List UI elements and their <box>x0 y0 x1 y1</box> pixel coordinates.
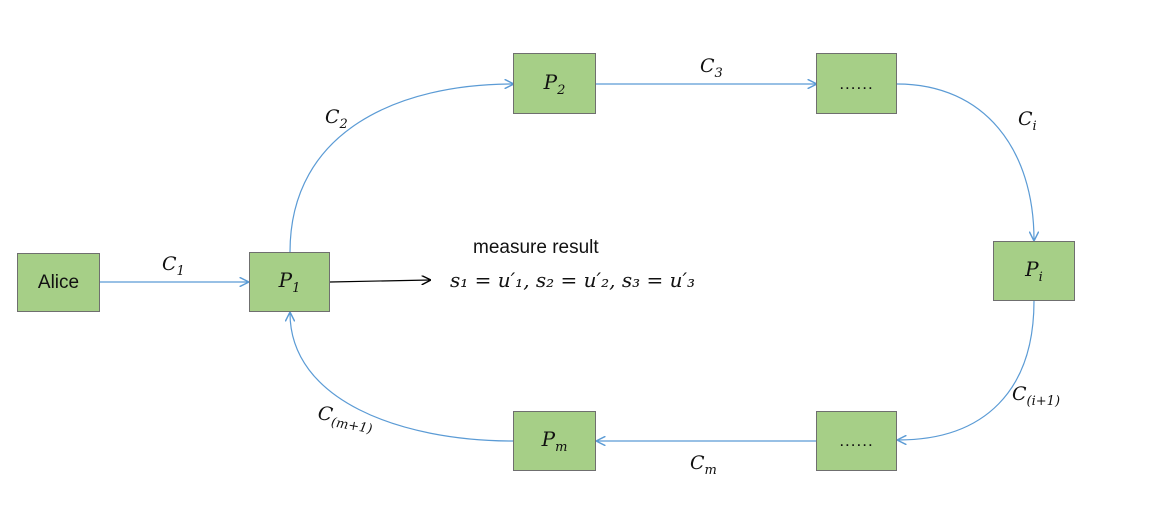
edge-label-c1: C1 <box>162 253 185 279</box>
node-p2: P2 <box>513 53 596 114</box>
edge-ci1 <box>898 300 1035 440</box>
result-arrow <box>329 280 430 282</box>
edge-label-ci1: C(i+1) <box>1012 383 1061 409</box>
node-p1-label: P1 <box>278 268 301 296</box>
node-p1: P1 <box>249 252 330 312</box>
node-pi: Pi <box>993 241 1075 301</box>
node-pi-label: Pi <box>1025 257 1043 285</box>
measure-result-caption: measure result <box>473 237 599 258</box>
edge-cm1 <box>290 313 514 442</box>
edge-label-ci: Ci <box>1018 108 1037 134</box>
edge-label-cm: Cm <box>690 452 717 478</box>
node-alice: Alice <box>17 253 100 312</box>
node-top-ellipsis-label: ...... <box>839 73 874 93</box>
edge-c2 <box>289 84 513 253</box>
node-pm: Pm <box>513 411 596 471</box>
edge-ci <box>896 83 1034 240</box>
node-top-ellipsis: ...... <box>816 53 897 114</box>
node-p2-label: P2 <box>543 69 566 98</box>
node-pm-label: Pm <box>541 427 568 455</box>
node-bottom-ellipsis-label: ...... <box>839 431 874 450</box>
edge-label-c2: C2 <box>325 106 348 132</box>
edge-label-c3: C3 <box>700 55 723 81</box>
node-bottom-ellipsis: ...... <box>816 411 897 471</box>
node-alice-label: Alice <box>37 271 80 293</box>
measure-result-formula: s₁ = u′₁, s₂ = u′₂, s₃ = u′₃ <box>450 268 696 292</box>
